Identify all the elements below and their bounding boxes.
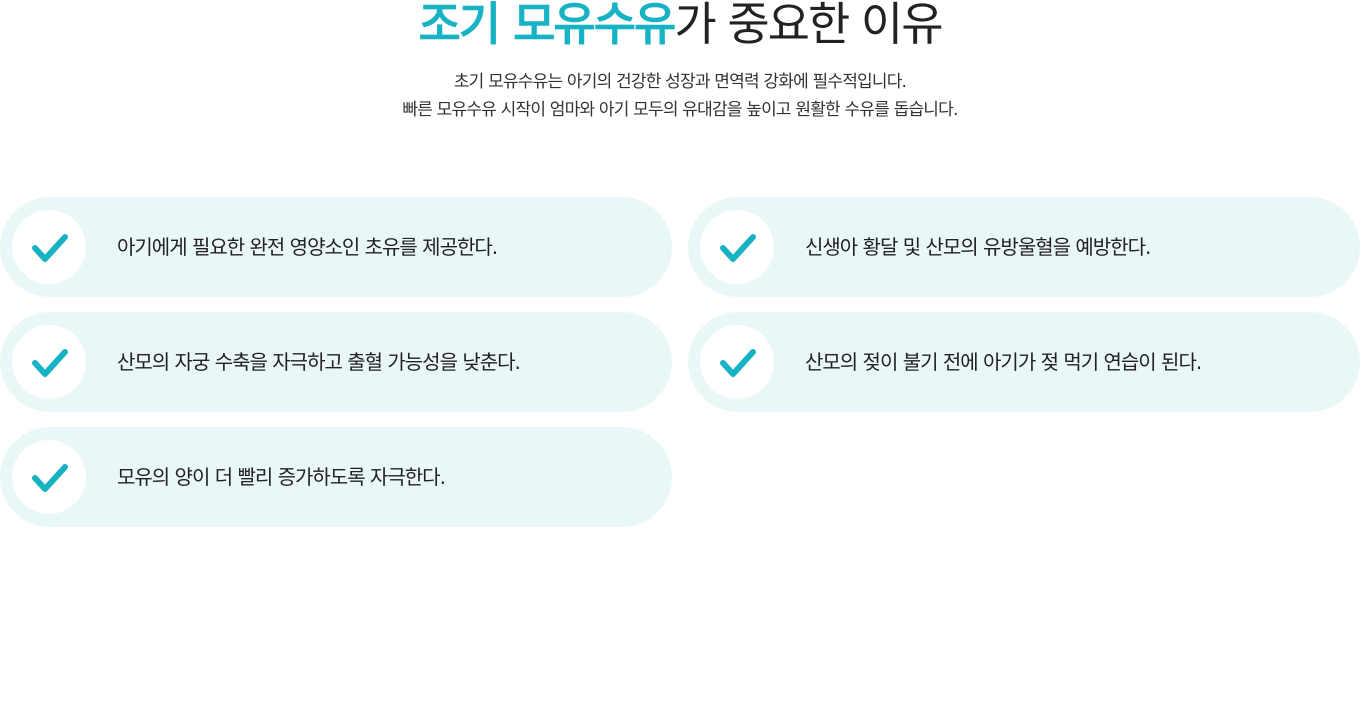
check-badge <box>12 325 86 399</box>
benefit-label: 산모의 자궁 수축을 자극하고 출혈 가능성을 낮춘다. <box>117 350 521 374</box>
subtitle-line-2: 빠른 모유수유 시작이 엄마와 아기 모두의 유대감을 높이고 원활한 수유를 … <box>402 100 958 120</box>
check-icon <box>720 234 756 262</box>
benefit-item: 신생아 황달 및 산모의 유방울혈을 예방한다. <box>688 197 1360 297</box>
benefit-label: 모유의 양이 더 빨리 증가하도록 자극한다. <box>117 465 446 489</box>
check-badge <box>700 325 774 399</box>
page-title: 조기 모유수유가 중요한 이유 <box>0 0 1360 52</box>
check-badge <box>12 210 86 284</box>
page-subtitle: 초기 모유수유는 아기의 건강한 성장과 면역력 강화에 필수적입니다. 빠른 … <box>0 68 1360 124</box>
title-highlight: 조기 모유수유 <box>418 0 676 51</box>
benefit-item: 산모의 자궁 수축을 자극하고 출혈 가능성을 낮춘다. <box>0 312 672 412</box>
benefit-item: 아기에게 필요한 완전 영양소인 초유를 제공한다. <box>0 197 672 297</box>
check-icon <box>720 349 756 377</box>
check-badge <box>700 210 774 284</box>
benefit-item: 모유의 양이 더 빨리 증가하도록 자극한다. <box>0 427 672 527</box>
check-icon <box>32 349 68 377</box>
benefit-label: 아기에게 필요한 완전 영양소인 초유를 제공한다. <box>117 235 498 259</box>
check-icon <box>32 234 68 262</box>
subtitle-line-1: 초기 모유수유는 아기의 건강한 성장과 면역력 강화에 필수적입니다. <box>453 72 907 92</box>
title-rest: 가 중요한 이유 <box>674 0 943 51</box>
benefit-item: 산모의 젖이 불기 전에 아기가 젖 먹기 연습이 된다. <box>688 312 1360 412</box>
benefit-label: 산모의 젖이 불기 전에 아기가 젖 먹기 연습이 된다. <box>805 350 1202 374</box>
check-badge <box>12 440 86 514</box>
check-icon <box>32 464 68 492</box>
benefit-label: 신생아 황달 및 산모의 유방울혈을 예방한다. <box>805 235 1151 259</box>
